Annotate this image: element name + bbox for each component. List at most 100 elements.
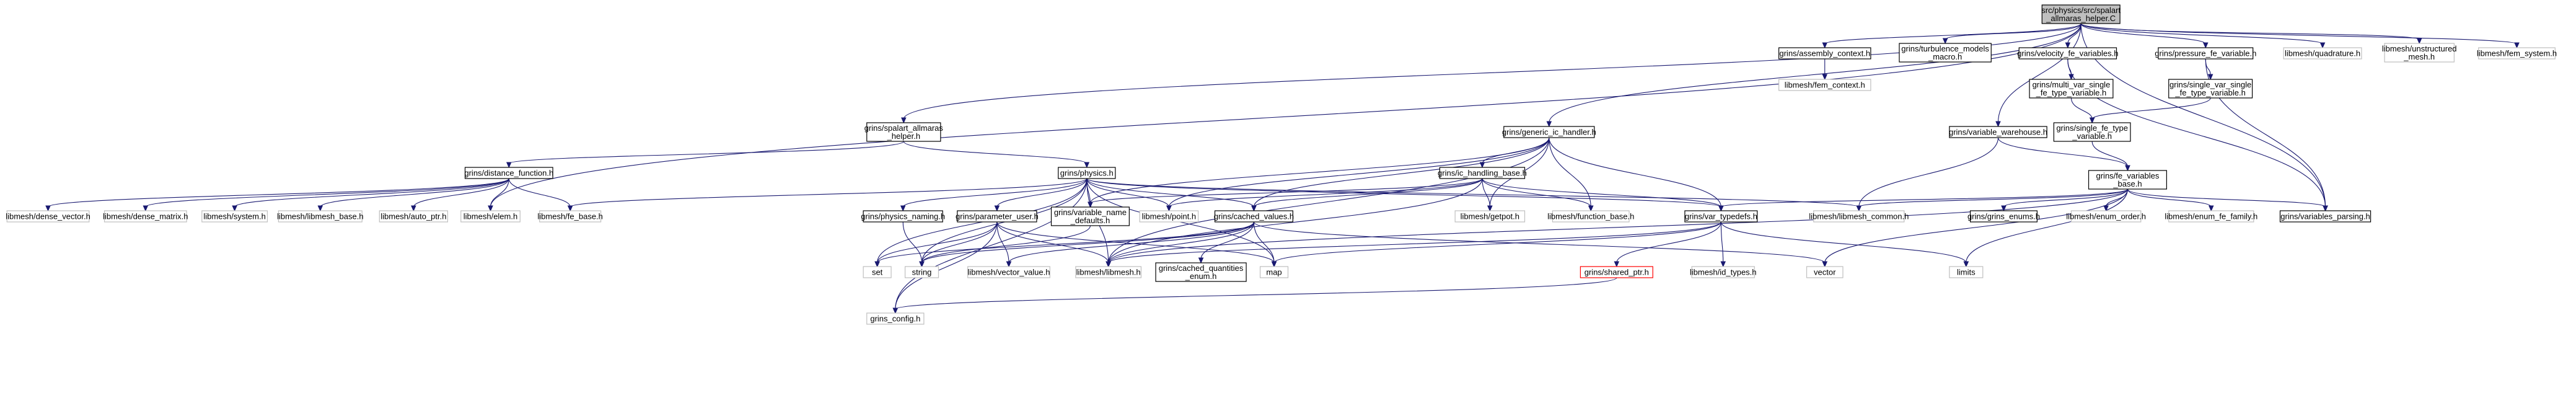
edge-arrowhead — [2319, 42, 2326, 49]
node-label: libmesh/id_types.h — [1690, 268, 1757, 277]
node-multi_var_single[interactable]: grins/multi_var_single_fe_type_variable.… — [2029, 79, 2114, 99]
node-velocity_fe_variables[interactable]: grins/velocity_fe_variables.h — [2017, 47, 2118, 60]
node-label: _enum.h — [1185, 272, 1217, 281]
edge-arrowhead — [2203, 42, 2209, 49]
node-fem_context[interactable]: libmesh/fem_context.h — [1778, 79, 1871, 91]
edge-distance_function-to-libmesh_base — [320, 178, 509, 208]
nodes-layer: src/physics/src/spalart_allmaras_helper.… — [6, 4, 2557, 325]
node-single_var_single[interactable]: grins/single_var_single_fe_type_variable… — [2168, 79, 2253, 99]
node-fem_system[interactable]: libmesh/fem_system.h — [2477, 47, 2557, 60]
node-dense_matrix[interactable]: libmesh/dense_matrix.h — [103, 210, 188, 223]
edge-arrowhead — [1942, 38, 1948, 45]
node-box — [1454, 210, 1526, 223]
edge-variable_name_defaults-to-string — [921, 225, 1091, 263]
node-parameter_user[interactable]: grins/parameter_user.h — [956, 210, 1039, 223]
node-distance_function[interactable]: grins/distance_function.h — [464, 167, 553, 179]
edge-root-to-generic_ic_handler — [1549, 23, 2081, 123]
node-fe_base[interactable]: libmesh/fe_base.h — [537, 210, 603, 223]
node-assembly_context[interactable]: grins/assembly_context.h — [1778, 47, 1871, 60]
edge-cached_values-to-vector_value — [1008, 221, 1254, 263]
node-box — [2041, 4, 2121, 24]
node-label: _macro.h — [1928, 52, 1962, 61]
node-elem[interactable]: libmesh/elem.h — [460, 210, 521, 223]
node-label: libmesh/enum_fe_family.h — [2165, 212, 2257, 221]
node-label: _fe_type_variable.h — [2174, 88, 2245, 97]
node-physics[interactable]: grins/physics.h — [1058, 167, 1116, 179]
node-label: grins/cached_quantities — [1159, 263, 1244, 273]
node-unstructured_mesh[interactable]: libmesh/unstructured_mesh.h — [2382, 43, 2457, 63]
edge-physics_naming-to-string — [902, 221, 923, 263]
node-label: grins/multi_var_single — [2033, 80, 2111, 89]
edge-arrowhead — [1614, 261, 1620, 268]
node-auto_ptr[interactable]: libmesh/auto_ptr.h — [379, 210, 449, 223]
edge-root-to-assembly_context — [1824, 23, 2081, 45]
edge-arrowhead — [1822, 42, 1827, 49]
node-vector_value[interactable]: libmesh/vector_value.h — [967, 266, 1050, 278]
edge-parameter_user-to-set — [877, 221, 998, 263]
edge-distance_function-to-dense_matrix — [145, 178, 509, 208]
node-label: libmesh/vector_value.h — [967, 268, 1050, 277]
node-getpot[interactable]: libmesh/getpot.h — [1454, 210, 1526, 223]
node-set[interactable]: set — [863, 266, 892, 278]
node-cached_values[interactable]: grins/cached_values.h — [1214, 210, 1294, 223]
node-enum_fe_family[interactable]: libmesh/enum_fe_family.h — [2165, 210, 2257, 223]
node-libmesh_base[interactable]: libmesh/libmesh_base.h — [277, 210, 364, 223]
node-enum_order[interactable]: libmesh/enum_order.h — [2066, 210, 2146, 223]
node-box — [1969, 210, 2038, 223]
node-grins_config[interactable]: grins_config.h — [866, 312, 925, 325]
node-point[interactable]: libmesh/point.h — [1139, 210, 1199, 223]
node-label: libmesh/fem_context.h — [1785, 81, 1865, 90]
edge-arrowhead — [900, 205, 906, 212]
node-label: grins/assembly_context.h — [1779, 49, 1870, 58]
node-pressure_fe_variable[interactable]: grins/pressure_fe_variable.h — [2155, 47, 2256, 60]
node-dense_vector[interactable]: libmesh/dense_vector.h — [6, 210, 90, 223]
edge-ic_handling_base-to-getpot — [1482, 178, 1490, 208]
node-vector[interactable]: vector — [1806, 266, 1844, 278]
node-box — [1058, 167, 1116, 179]
node-variable_warehouse[interactable]: grins/variable_warehouse.h — [1949, 126, 2047, 138]
node-spalart_helper_h[interactable]: grins/spalart_allmaras_helper.h — [864, 122, 944, 142]
node-label: grins/variables_parsing.h — [2280, 212, 2370, 221]
node-label: grins/variable_warehouse.h — [1949, 128, 2047, 137]
node-label: _defaults.h — [1070, 216, 1110, 225]
node-physics_naming[interactable]: grins/physics_naming.h — [861, 210, 945, 223]
node-var_typedefs[interactable]: grins/var_typedefs.h — [1684, 210, 1758, 223]
node-box — [1899, 43, 1992, 63]
edge-arrowhead — [1720, 261, 1726, 268]
node-libmesh_common[interactable]: libmesh/libmesh_common.h — [1809, 210, 1909, 223]
node-variables_parsing[interactable]: grins/variables_parsing.h — [2279, 210, 2372, 223]
node-box — [103, 210, 187, 223]
edge-cached_values-to-libmesh — [1108, 221, 1254, 263]
node-shared_ptr[interactable]: grins/shared_ptr.h — [1580, 266, 1653, 278]
node-box — [1778, 47, 1871, 60]
node-label: grins/spalart_allmaras — [864, 123, 944, 133]
node-turbulence_models_macro[interactable]: grins/turbulence_models_macro.h — [1899, 43, 1992, 63]
node-label: grins_config.h — [870, 314, 920, 324]
node-cached_quantities_enum[interactable]: grins/cached_quantities_enum.h — [1155, 262, 1247, 282]
edge-cached_values-to-map — [1253, 221, 1275, 263]
node-label: libmesh/unstructured — [2382, 44, 2457, 53]
node-single_fe_type[interactable]: grins/single_fe_type_variable.h — [2053, 122, 2131, 142]
node-quadrature[interactable]: libmesh/quadrature.h — [2283, 47, 2362, 60]
node-label: libmesh/dense_matrix.h — [103, 212, 188, 221]
node-id_types[interactable]: libmesh/id_types.h — [1690, 266, 1757, 278]
edge-shared_ptr-to-grins_config — [895, 277, 1617, 310]
node-system[interactable]: libmesh/system.h — [201, 210, 268, 223]
node-generic_ic_handler[interactable]: grins/generic_ic_handler.h — [1502, 126, 1596, 138]
edge-cached_values-to-string — [921, 221, 1254, 263]
node-function_base[interactable]: libmesh/function_base.h — [1547, 210, 1634, 223]
node-grins_enums[interactable]: grins/grins_enums.h — [1967, 210, 2040, 223]
node-root[interactable]: src/physics/src/spalart_allmaras_helper.… — [2041, 4, 2121, 24]
node-string[interactable]: string — [904, 266, 939, 278]
node-libmesh[interactable]: libmesh/libmesh.h — [1075, 266, 1142, 278]
node-variable_name_defaults[interactable]: grins/variable_name_defaults.h — [1050, 206, 1130, 226]
node-limits[interactable]: limits — [1949, 266, 1984, 278]
node-label: libmesh/fe_base.h — [537, 212, 603, 221]
node-fe_variables_base[interactable]: grins/fe_variables_base.h — [2088, 170, 2167, 190]
node-ic_handling_base[interactable]: grins/ic_handling_base.h — [1438, 167, 1527, 179]
node-box — [1214, 210, 1293, 223]
node-map[interactable]: map — [1259, 266, 1289, 278]
node-label: libmesh/libmesh_base.h — [277, 212, 363, 221]
node-box — [2029, 79, 2114, 99]
node-label: grins/shared_ptr.h — [1585, 268, 1649, 277]
